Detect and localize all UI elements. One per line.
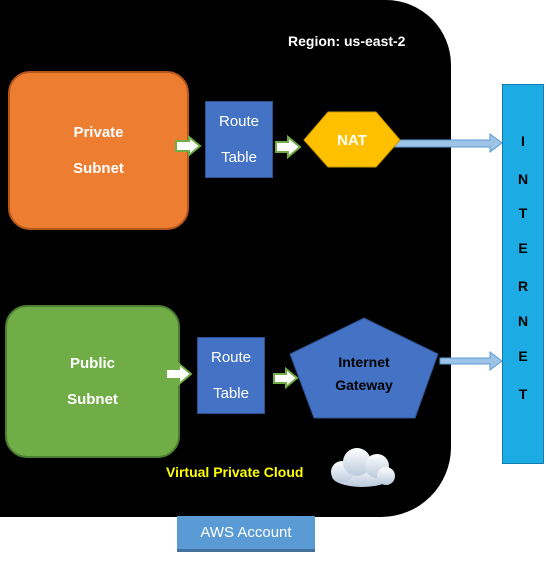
route-table-public[interactable]: Route Table — [197, 337, 265, 414]
arrow-private-to-route — [175, 134, 202, 158]
internet-letter: N — [517, 171, 529, 187]
aws-account-box[interactable]: AWS Account — [177, 516, 315, 552]
vpc-label: Virtual Private Cloud — [166, 464, 304, 480]
internet-gateway-label-line2: Gateway — [335, 377, 393, 393]
route-table-private-line1: Route — [218, 112, 260, 130]
public-subnet-label-line2: Subnet — [67, 390, 118, 408]
private-subnet-label-line1: Private — [73, 123, 124, 141]
public-subnet-label-line1: Public — [69, 354, 115, 372]
region-label: Region: us-east-2 — [288, 33, 406, 49]
arrow-route-to-nat — [275, 134, 302, 160]
arrow-gateway-to-internet — [439, 351, 503, 371]
route-table-public-line2: Table — [213, 384, 249, 402]
cloud-icon — [331, 448, 395, 487]
nat-label: NAT — [337, 132, 367, 149]
internet-letter: I — [521, 133, 525, 149]
internet-letter: E — [518, 348, 528, 364]
arrow-nat-to-internet — [393, 133, 503, 153]
internet-gateway-label-line1: Internet — [338, 354, 390, 370]
internet-letter: N — [517, 313, 529, 329]
route-table-public-line1: Route — [210, 348, 252, 366]
public-subnet[interactable]: Public Subnet — [5, 305, 180, 458]
route-table-private[interactable]: Route Table — [205, 101, 273, 178]
private-subnet-label-line2: Subnet — [73, 159, 124, 177]
nat-gateway-shape[interactable] — [303, 111, 401, 168]
private-subnet[interactable]: Private Subnet — [8, 71, 189, 230]
arrow-route-to-gateway — [273, 366, 299, 390]
arrow-public-to-route — [165, 361, 193, 387]
internet-letter: R — [517, 278, 529, 294]
route-table-private-line2: Table — [221, 148, 257, 166]
internet-letter: E — [518, 240, 528, 256]
internet-letter: T — [518, 386, 528, 402]
internet-gateway-shape[interactable] — [289, 317, 439, 419]
internet-letter: T — [518, 205, 528, 221]
internet-bar: I N T E R N E T — [502, 84, 544, 464]
